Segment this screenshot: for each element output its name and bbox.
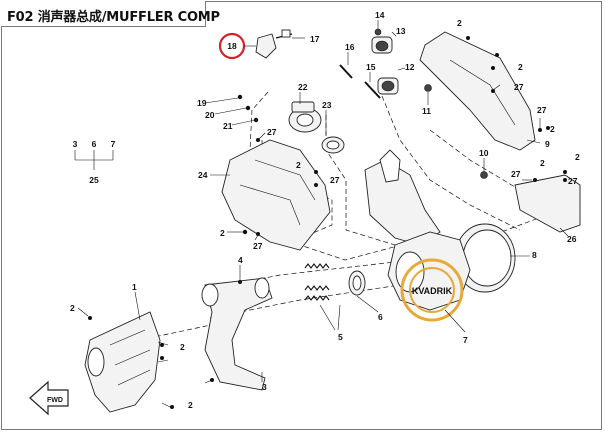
callout-20: 20 xyxy=(205,110,215,120)
muffler-body-7 xyxy=(387,231,471,311)
small-heat-shield-26 xyxy=(514,174,581,233)
callout-12: 12 xyxy=(405,62,415,72)
callout-26: 26 xyxy=(567,234,577,244)
callout-2-a: 2 xyxy=(457,18,462,28)
callout-6: 6 xyxy=(378,312,383,322)
group-label-7: 7 xyxy=(111,139,116,149)
callout-24: 24 xyxy=(198,170,208,180)
callout-27-g: 27 xyxy=(568,176,578,186)
callout-3: 3 xyxy=(262,382,267,392)
right-shield-rib xyxy=(449,59,516,126)
callout-2-h: 2 xyxy=(70,303,75,313)
callout-21: 21 xyxy=(223,121,233,131)
callout-2-e: 2 xyxy=(575,152,580,162)
diagram-title: F02 消声器总成/MUFFLER COMP xyxy=(7,10,220,25)
watermark-text: KVADRIK xyxy=(412,286,453,296)
springs-5 xyxy=(304,263,330,301)
callout-22: 22 xyxy=(298,82,308,92)
callout-4: 4 xyxy=(238,255,243,265)
heat-shield-ribs-2 xyxy=(239,184,301,226)
title-box: F02 消声器总成/MUFFLER COMP xyxy=(1,1,220,27)
callout-27-b: 27 xyxy=(330,175,340,185)
callout-10: 10 xyxy=(479,148,489,158)
flange-22 xyxy=(288,101,322,133)
fastener-dots xyxy=(88,36,567,409)
group-label-3: 3 xyxy=(73,139,78,149)
forward-direction-arrow: FWD xyxy=(29,380,69,416)
callout-15: 15 xyxy=(366,62,376,72)
callout-11: 11 xyxy=(422,106,431,116)
callout-2-b: 2 xyxy=(518,62,523,72)
callout-17: 17 xyxy=(310,34,320,44)
bolt-16 xyxy=(339,64,353,79)
heat-shield-ribs xyxy=(254,159,316,201)
callout-27-f: 27 xyxy=(511,169,521,179)
callout-23: 23 xyxy=(322,100,332,110)
part-group-25: 3 6 7 25 xyxy=(73,139,116,185)
front-heat-shield-1 xyxy=(84,311,161,413)
bolt-15 xyxy=(364,81,381,99)
callout-18: 18 xyxy=(227,41,237,51)
callout-27-a: 27 xyxy=(267,127,277,137)
callout-2-g: 2 xyxy=(220,228,225,238)
fwd-label: FWD xyxy=(47,397,63,404)
watermark-logo: KVADRIK xyxy=(400,258,464,322)
callout-27-e: 27 xyxy=(537,105,547,115)
callout-19: 19 xyxy=(197,98,207,108)
callout-2-d: 2 xyxy=(540,158,545,168)
gasket-23 xyxy=(321,136,345,154)
nut-11 xyxy=(424,84,432,92)
callout-2-c: 2 xyxy=(550,124,555,134)
leader-lines xyxy=(77,20,569,408)
callout-25: 25 xyxy=(89,175,99,185)
rubber-mount-13 xyxy=(371,36,393,54)
callout-13: 13 xyxy=(396,26,406,36)
o2-sensor-18 xyxy=(255,29,293,59)
callout-14: 14 xyxy=(375,10,385,20)
callout-16: 16 xyxy=(345,42,355,52)
callout-9: 9 xyxy=(545,139,550,149)
rubber-mount-12 xyxy=(377,77,399,95)
callout-8: 8 xyxy=(532,250,537,260)
callout-2-j: 2 xyxy=(188,400,193,410)
callout-27-c: 27 xyxy=(253,241,263,251)
nut-10 xyxy=(480,171,488,179)
callout-5: 5 xyxy=(338,332,343,342)
left-heat-shield xyxy=(221,139,331,251)
callout-7: 7 xyxy=(463,335,468,345)
exhaust-header-pipe-3 xyxy=(201,277,273,391)
gasket-ring-6 xyxy=(348,270,366,296)
callout-1: 1 xyxy=(132,282,137,292)
callout-27-d: 27 xyxy=(514,82,524,92)
callout-2-f: 2 xyxy=(296,160,301,170)
right-heat-shield xyxy=(419,31,536,151)
callout-2-i: 2 xyxy=(180,342,185,352)
group-label-6: 6 xyxy=(92,139,97,149)
callout-labels: 18 17 14 13 16 15 12 11 10 9 8 7 6 5 4 3… xyxy=(70,10,580,410)
mount-strap xyxy=(379,149,401,183)
